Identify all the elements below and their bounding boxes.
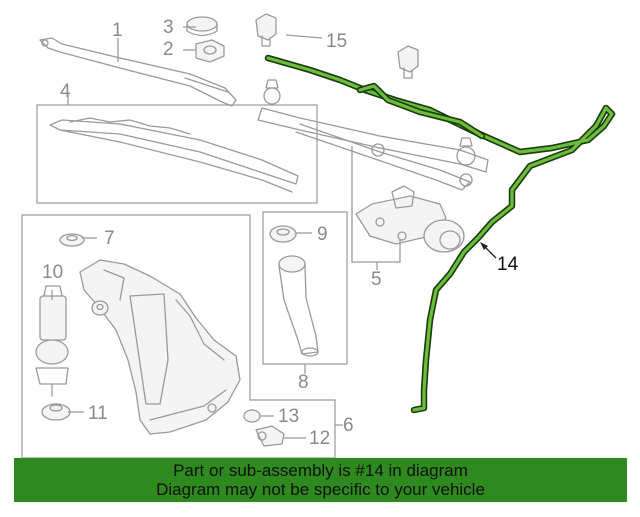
callout-6: 6 <box>343 415 354 436</box>
washer-reservoir <box>79 259 241 435</box>
callout-11: 11 <box>88 403 108 424</box>
callout-4: 4 <box>60 81 71 102</box>
blade-box <box>36 104 318 204</box>
washer-hose-14 <box>264 54 616 414</box>
callout-1: 1 <box>112 20 123 41</box>
callout-2: 2 <box>163 39 174 60</box>
leader-lines <box>51 26 497 439</box>
callout-15: 15 <box>326 31 347 52</box>
banner-line-1: Part or sub-assembly is #14 in diagram <box>173 461 468 480</box>
callout-3: 3 <box>163 17 174 38</box>
callout-10: 10 <box>42 262 63 283</box>
callout-14: 14 <box>497 254 519 275</box>
callout-5: 5 <box>371 269 382 290</box>
small-grommet <box>91 300 109 316</box>
nut <box>195 39 225 63</box>
washer-pump <box>35 285 69 397</box>
nozzle-left <box>255 13 277 47</box>
callout-7: 7 <box>104 228 115 249</box>
diagram-notice-banner: Part or sub-assembly is #14 in diagram D… <box>14 458 627 502</box>
nozzle-right <box>397 45 419 79</box>
filler-neck <box>278 255 319 357</box>
sensor-12 <box>255 425 285 447</box>
pump-grommet <box>41 403 71 421</box>
wiper-blade <box>49 117 299 193</box>
wiper-arm <box>39 37 237 107</box>
banner-line-2: Diagram may not be specific to your vehi… <box>156 480 485 499</box>
callout-8: 8 <box>298 372 309 393</box>
callout-12: 12 <box>309 428 330 449</box>
filler-cap <box>269 225 297 243</box>
callout-9: 9 <box>317 224 328 245</box>
cap <box>186 16 218 37</box>
seal-13 <box>243 409 261 423</box>
grommet-7 <box>59 233 85 247</box>
callout-13: 13 <box>278 406 299 427</box>
wiper-motor <box>355 185 465 253</box>
callout-labels: 1 2 3 4 5 6 7 8 9 10 11 12 13 14 15 <box>42 17 519 449</box>
wiper-linkage <box>257 79 489 191</box>
